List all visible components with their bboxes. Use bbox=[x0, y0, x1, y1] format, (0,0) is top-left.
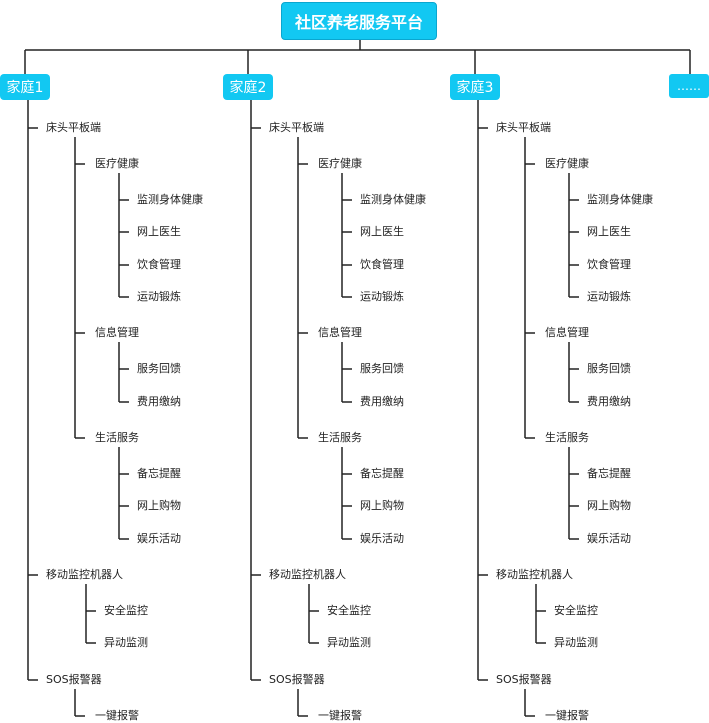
leaf-item: 异动监测 bbox=[104, 636, 148, 649]
leaf-item: 网上购物 bbox=[137, 499, 181, 512]
leaf-item: 娱乐活动 bbox=[587, 532, 631, 545]
leaf-item: 安全监控 bbox=[327, 604, 371, 617]
subgroup-label: 生活服务 bbox=[545, 431, 589, 444]
subgroup-label: 医疗健康 bbox=[545, 157, 589, 170]
leaf-item: 娱乐活动 bbox=[360, 532, 404, 545]
leaf-item: 运动锻炼 bbox=[137, 290, 181, 303]
family-node: 家庭3 bbox=[450, 74, 500, 100]
group-label: 床头平板端 bbox=[496, 121, 551, 134]
subgroup-label: 信息管理 bbox=[318, 326, 362, 339]
subgroup-label: 医疗健康 bbox=[318, 157, 362, 170]
leaf-item: 费用缴纳 bbox=[137, 395, 181, 408]
leaf-item: 费用缴纳 bbox=[587, 395, 631, 408]
leaf-item: 监测身体健康 bbox=[587, 193, 653, 206]
leaf-item: 安全监控 bbox=[554, 604, 598, 617]
leaf-item: 网上医生 bbox=[137, 225, 181, 238]
leaf-item: 运动锻炼 bbox=[587, 290, 631, 303]
leaf-item: 网上医生 bbox=[360, 225, 404, 238]
subgroup-label: 信息管理 bbox=[95, 326, 139, 339]
leaf-item: 网上购物 bbox=[587, 499, 631, 512]
subgroup-label: 信息管理 bbox=[545, 326, 589, 339]
leaf-item: 饮食管理 bbox=[360, 258, 404, 271]
leaf-item: 一键报警 bbox=[318, 709, 362, 722]
more-families-node: …… bbox=[669, 74, 709, 98]
group-label: 床头平板端 bbox=[269, 121, 324, 134]
subgroup-label: 生活服务 bbox=[95, 431, 139, 444]
group-label: 移动监控机器人 bbox=[269, 568, 346, 581]
group-label: SOS报警器 bbox=[46, 673, 102, 686]
group-label: 移动监控机器人 bbox=[46, 568, 123, 581]
leaf-item: 饮食管理 bbox=[137, 258, 181, 271]
leaf-item: 备忘提醒 bbox=[587, 467, 631, 480]
leaf-item: 监测身体健康 bbox=[360, 193, 426, 206]
group-label: SOS报警器 bbox=[496, 673, 552, 686]
leaf-item: 备忘提醒 bbox=[360, 467, 404, 480]
leaf-item: 饮食管理 bbox=[587, 258, 631, 271]
leaf-item: 服务回馈 bbox=[137, 362, 181, 375]
leaf-item: 一键报警 bbox=[545, 709, 589, 722]
leaf-item: 费用缴纳 bbox=[360, 395, 404, 408]
family-node: 家庭2 bbox=[223, 74, 273, 100]
subgroup-label: 生活服务 bbox=[318, 431, 362, 444]
leaf-item: 网上购物 bbox=[360, 499, 404, 512]
leaf-item: 网上医生 bbox=[587, 225, 631, 238]
leaf-item: 异动监测 bbox=[554, 636, 598, 649]
group-label: SOS报警器 bbox=[269, 673, 325, 686]
leaf-item: 一键报警 bbox=[95, 709, 139, 722]
leaf-item: 运动锻炼 bbox=[360, 290, 404, 303]
leaf-item: 服务回馈 bbox=[360, 362, 404, 375]
leaf-item: 异动监测 bbox=[327, 636, 371, 649]
leaf-item: 服务回馈 bbox=[587, 362, 631, 375]
group-label: 移动监控机器人 bbox=[496, 568, 573, 581]
family-node: 家庭1 bbox=[0, 74, 50, 100]
root-node: 社区养老服务平台 bbox=[281, 2, 437, 40]
leaf-item: 监测身体健康 bbox=[137, 193, 203, 206]
subgroup-label: 医疗健康 bbox=[95, 157, 139, 170]
leaf-item: 备忘提醒 bbox=[137, 467, 181, 480]
leaf-item: 娱乐活动 bbox=[137, 532, 181, 545]
group-label: 床头平板端 bbox=[46, 121, 101, 134]
leaf-item: 安全监控 bbox=[104, 604, 148, 617]
